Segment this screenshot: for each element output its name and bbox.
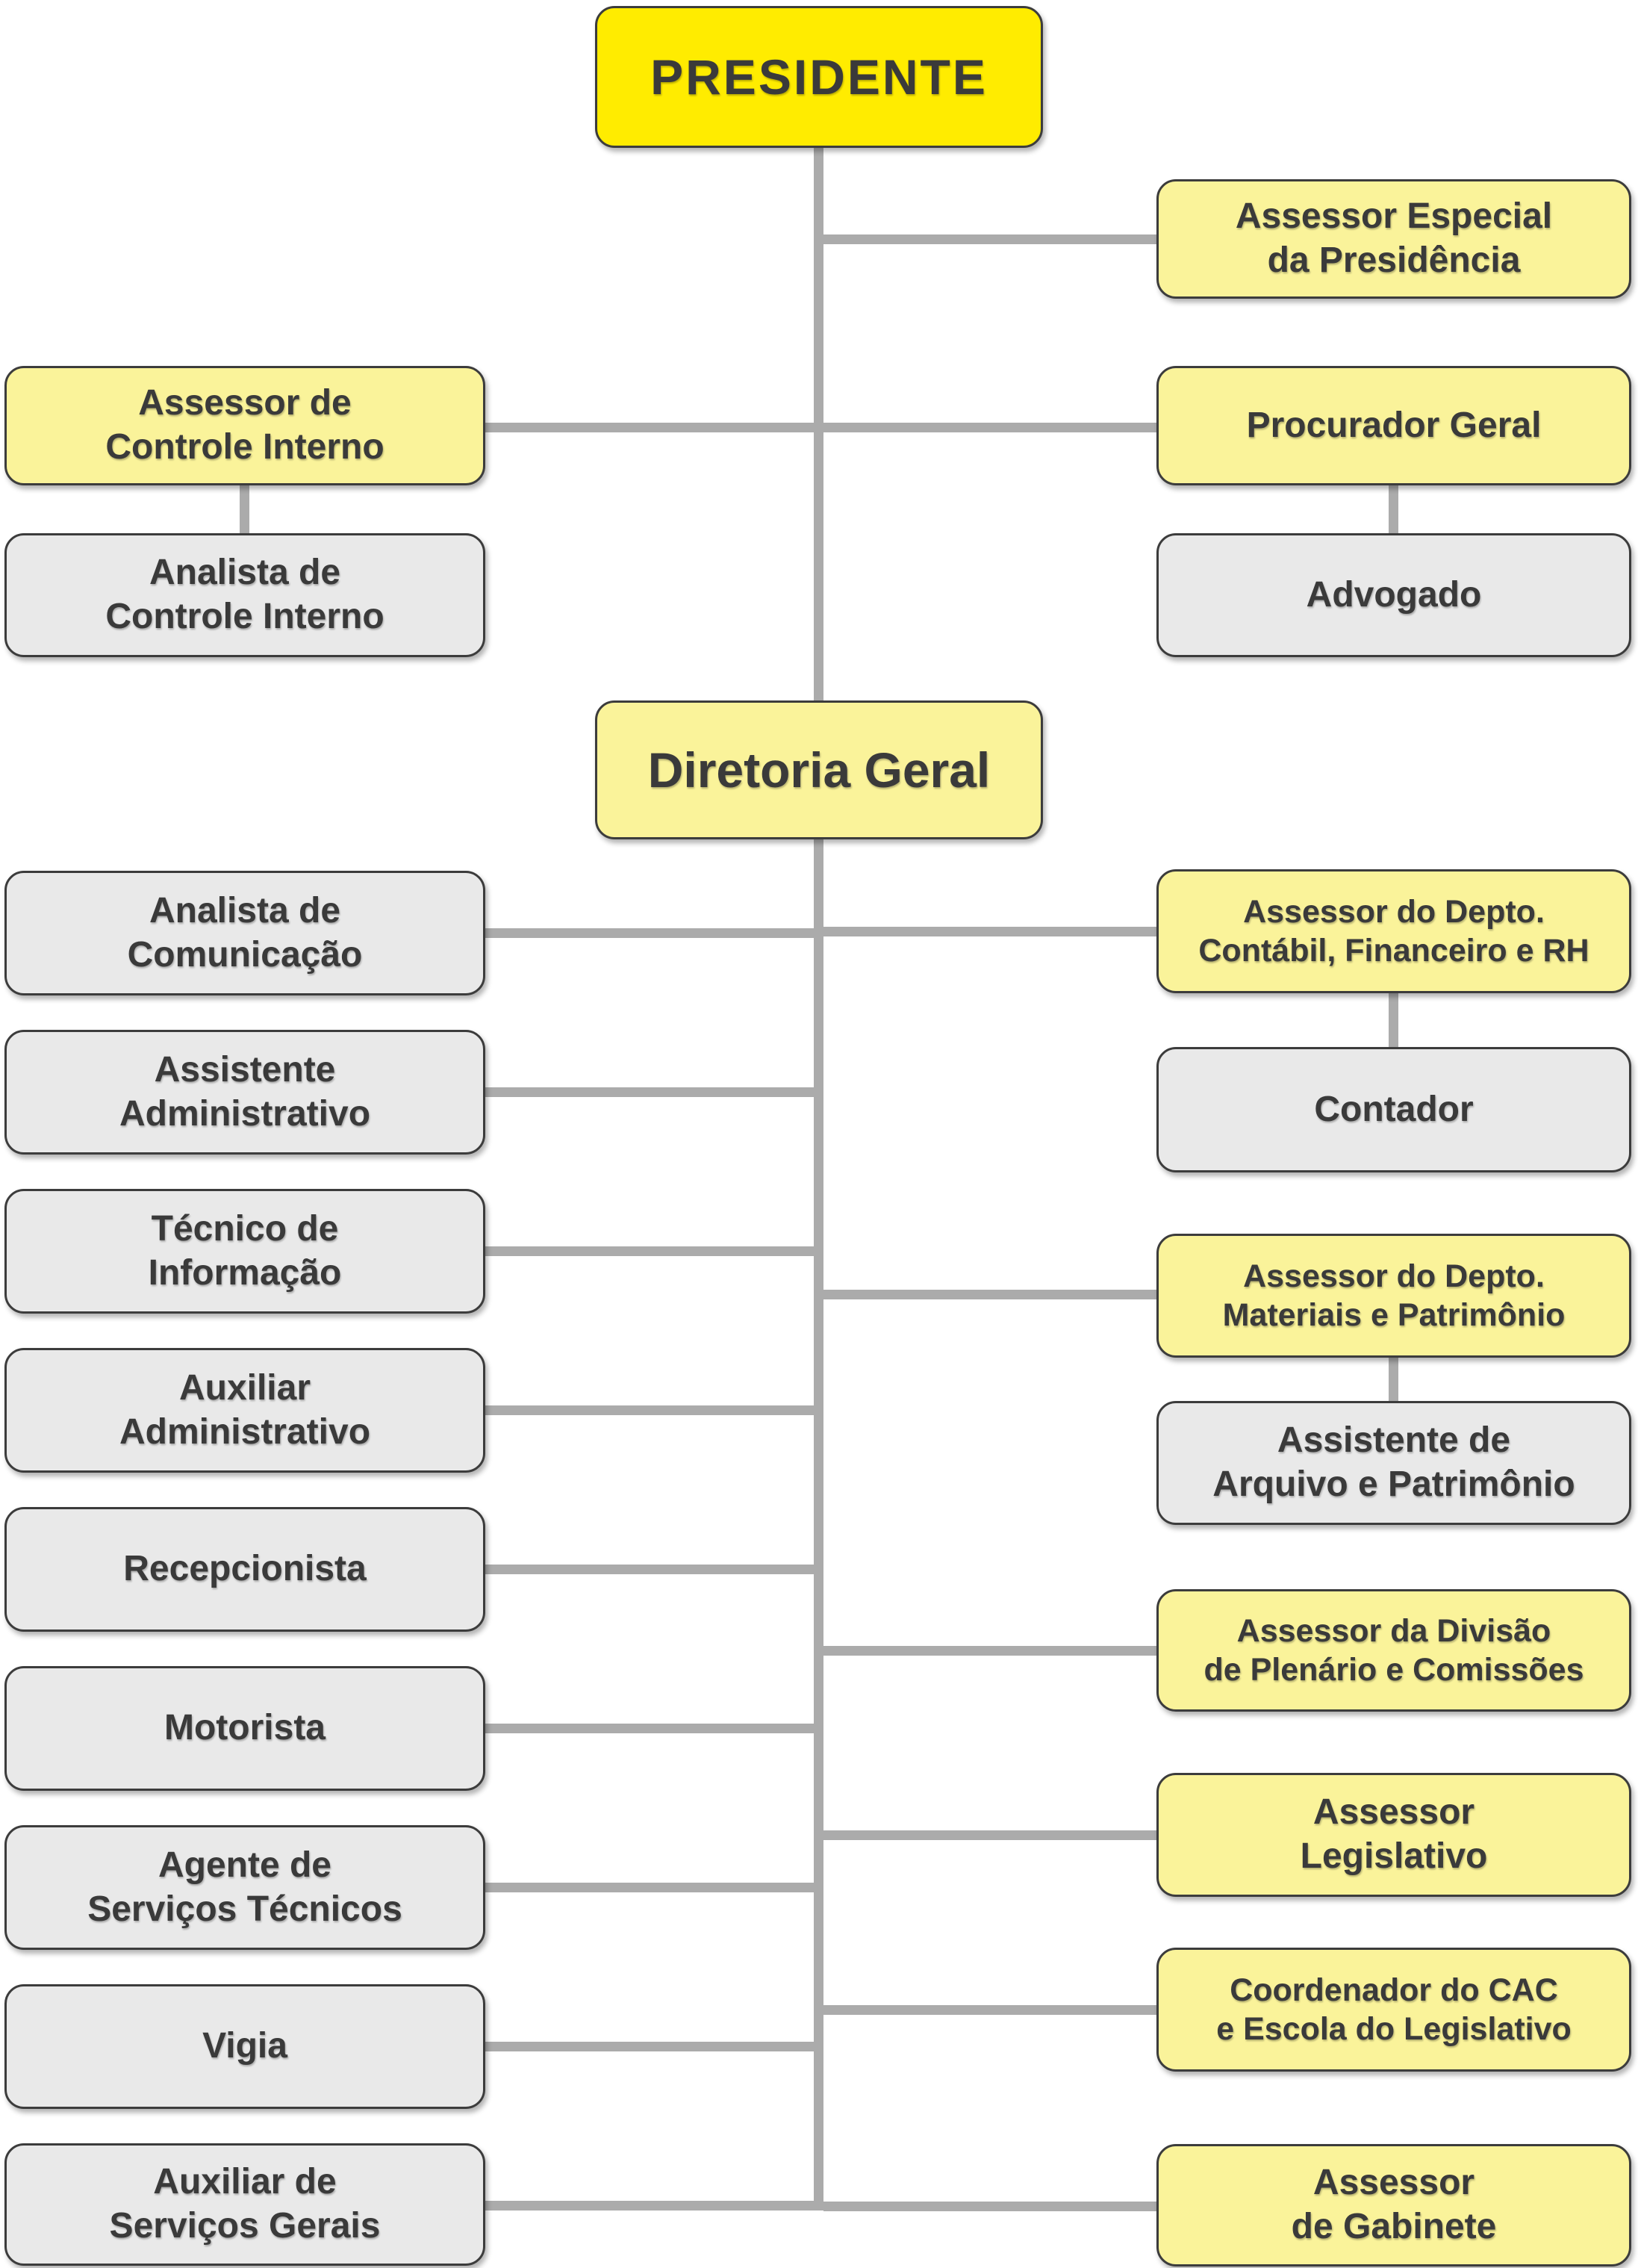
org-node-assistente-administrativo: Assistente Administrativo xyxy=(4,1030,485,1155)
connector-left-3 xyxy=(485,1246,814,1256)
org-node-assessor-controle-interno: Assessor de Controle Interno xyxy=(4,366,485,485)
org-node-analista-controle-interno: Analista de Controle Interno xyxy=(4,533,485,657)
connector-right-contabil xyxy=(823,927,1156,936)
org-node-motorista: Motorista xyxy=(4,1666,485,1791)
org-node-tecnico-informacao: Técnico de Informação xyxy=(4,1189,485,1314)
org-node-vigia: Vigia xyxy=(4,1984,485,2109)
connector-left-8 xyxy=(485,2042,814,2051)
connector-right-legislativo xyxy=(823,1830,1156,1840)
org-node-assessor-gabinete: Assessor de Gabinete xyxy=(1156,2144,1631,2267)
connector-right-divisao xyxy=(823,1646,1156,1656)
connector-left-2 xyxy=(485,1087,814,1097)
org-node-assessor-legislativo: Assessor Legislativo xyxy=(1156,1773,1631,1897)
org-node-assessor-materiais-patrimonio: Assessor do Depto. Materiais e Patrimôni… xyxy=(1156,1234,1631,1358)
connector-branch-assessor-especial xyxy=(818,234,1156,244)
connector-row-controle-procurador xyxy=(485,423,1156,432)
org-node-presidente: PRESIDENTE xyxy=(595,6,1043,148)
org-node-coordenador-cac-escola-legislativo: Coordenador do CAC e Escola do Legislati… xyxy=(1156,1948,1631,2072)
org-node-assessor-divisao-plenario-comissoes: Assessor da Divisão de Plenário e Comiss… xyxy=(1156,1589,1631,1712)
connector-v-arquivo xyxy=(1389,1358,1398,1401)
connector-left-7 xyxy=(485,1883,814,1892)
org-node-advogado: Advogado xyxy=(1156,533,1631,657)
connector-spine xyxy=(814,146,823,2210)
connector-left-6 xyxy=(485,1724,814,1733)
connector-v-contador xyxy=(1389,993,1398,1047)
org-node-diretoria-geral: Diretoria Geral xyxy=(595,700,1043,839)
org-node-assistente-arquivo-patrimonio: Assistente de Arquivo e Patrimônio xyxy=(1156,1401,1631,1525)
connector-left-1 xyxy=(485,928,814,938)
connector-right-gabinete xyxy=(823,2202,1156,2211)
org-node-procurador-geral: Procurador Geral xyxy=(1156,366,1631,485)
connector-v-analista-controle xyxy=(240,485,249,533)
org-node-auxiliar-administrativo: Auxiliar Administrativo xyxy=(4,1348,485,1473)
connector-left-9 xyxy=(485,2201,814,2210)
connector-right-materiais xyxy=(823,1290,1156,1299)
connector-right-coordenador xyxy=(823,2005,1156,2015)
connector-v-advogado xyxy=(1389,485,1398,533)
org-node-agente-servicos-tecnicos: Agente de Serviços Técnicos xyxy=(4,1825,485,1950)
org-node-assessor-contabil-financeiro-rh: Assessor do Depto. Contábil, Financeiro … xyxy=(1156,869,1631,993)
org-node-assessor-especial: Assessor Especial da Presidência xyxy=(1156,179,1631,299)
org-node-recepcionista: Recepcionista xyxy=(4,1507,485,1632)
org-node-auxiliar-servicos-gerais: Auxiliar de Serviços Gerais xyxy=(4,2143,485,2266)
connector-left-4 xyxy=(485,1405,814,1415)
org-node-analista-comunicacao: Analista de Comunicação xyxy=(4,871,485,995)
org-node-contador: Contador xyxy=(1156,1047,1631,1172)
connector-left-5 xyxy=(485,1565,814,1574)
